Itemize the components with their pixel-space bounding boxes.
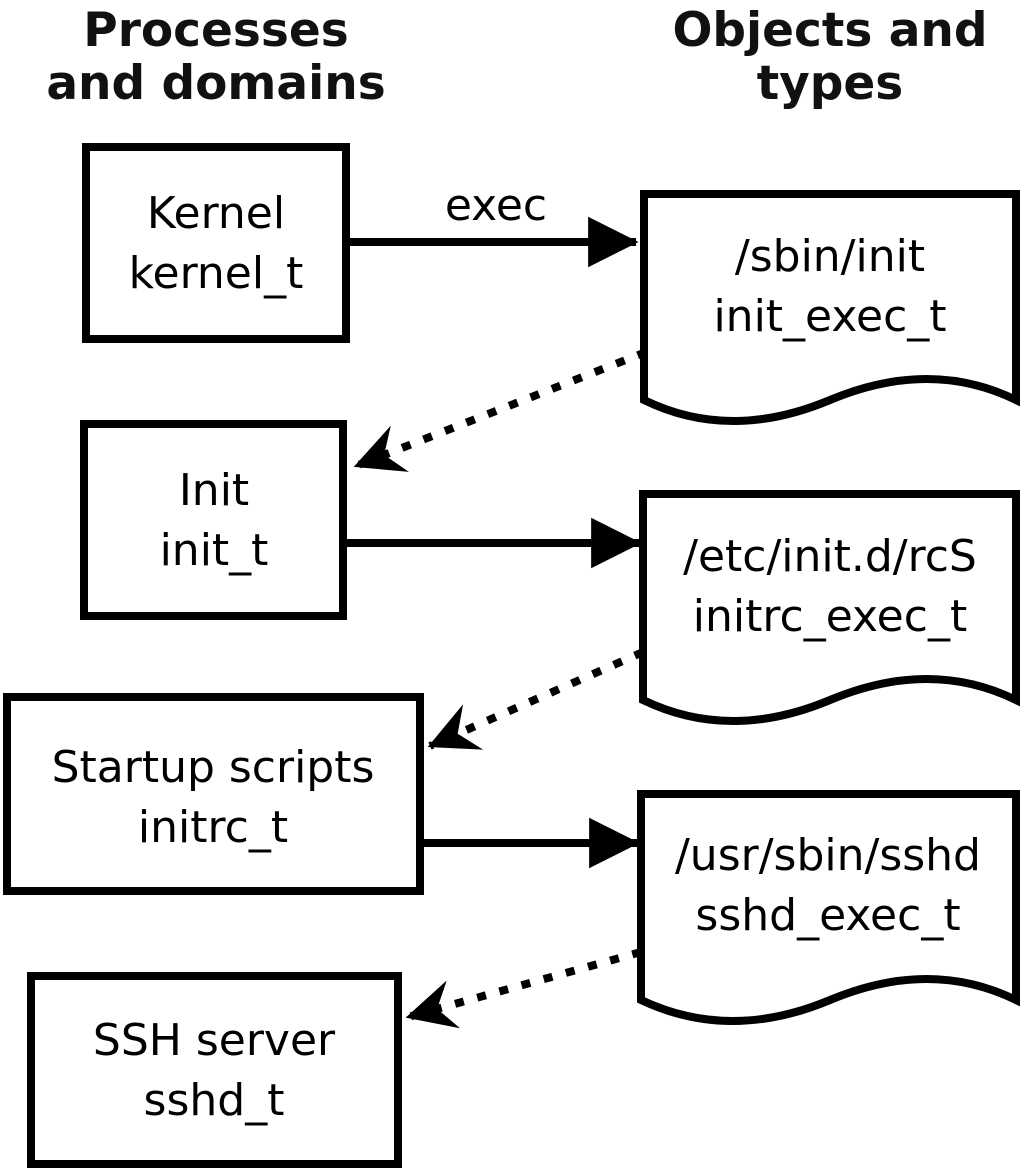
object-path-sbin-init: /sbin/init bbox=[735, 231, 925, 282]
column-header-objects-line2: types bbox=[757, 56, 904, 111]
object-node-etc-initd-rcs: /etc/init.d/rcS initrc_exec_t bbox=[639, 490, 1020, 725]
column-header-processes-line2: and domains bbox=[46, 56, 385, 111]
column-header-processes-line1: Processes bbox=[83, 3, 348, 58]
process-domain-kernel: kernel_t bbox=[129, 248, 304, 299]
process-domain-startup-scripts: initrc_t bbox=[138, 802, 288, 853]
process-name-init: Init bbox=[179, 465, 249, 516]
object-path-etc-initd-rcs: /etc/init.d/rcS bbox=[683, 531, 977, 582]
process-box-startup-scripts bbox=[3, 693, 424, 895]
process-box-kernel bbox=[82, 143, 350, 343]
column-header-objects-line1: Objects and bbox=[672, 3, 987, 58]
document-shape-sbin-init bbox=[640, 190, 1020, 425]
process-node-ssh-server: SSH server sshd_t bbox=[27, 972, 402, 1168]
object-type-etc-initd-rcs: initrc_exec_t bbox=[693, 591, 967, 642]
process-node-init: Init init_t bbox=[80, 420, 347, 620]
object-node-sbin-init: /sbin/init init_exec_t bbox=[640, 190, 1020, 425]
process-name-startup-scripts: Startup scripts bbox=[52, 742, 375, 793]
object-type-usr-sbin-sshd: sshd_exec_t bbox=[695, 890, 960, 941]
document-shape-etc-initd-rcs bbox=[639, 490, 1020, 725]
process-box-ssh-server bbox=[27, 972, 402, 1168]
process-domain-init: init_t bbox=[160, 525, 269, 576]
exec-arrow-label: exec bbox=[445, 180, 547, 231]
object-type-sbin-init: init_exec_t bbox=[713, 291, 946, 342]
process-domain-ssh-server: sshd_t bbox=[144, 1075, 285, 1126]
process-name-ssh-server: SSH server bbox=[93, 1015, 336, 1066]
transition-arrow-init-exec-to-init bbox=[353, 348, 648, 472]
process-box-init bbox=[80, 420, 347, 620]
exec-arrow-kernel-to-sbin-init: exec bbox=[350, 180, 639, 268]
object-path-usr-sbin-sshd: /usr/sbin/sshd bbox=[675, 830, 981, 881]
process-name-kernel: Kernel bbox=[147, 188, 285, 239]
document-shape-usr-sbin-sshd bbox=[637, 790, 1020, 1025]
object-node-usr-sbin-sshd: /usr/sbin/sshd sshd_exec_t bbox=[637, 790, 1020, 1025]
transition-arrow-initrc-exec-to-initrc bbox=[427, 648, 645, 750]
process-node-kernel: Kernel kernel_t bbox=[82, 143, 350, 343]
process-node-startup-scripts: Startup scripts initrc_t bbox=[3, 693, 424, 895]
transition-arrow-sshd-exec-to-sshd bbox=[405, 948, 643, 1029]
